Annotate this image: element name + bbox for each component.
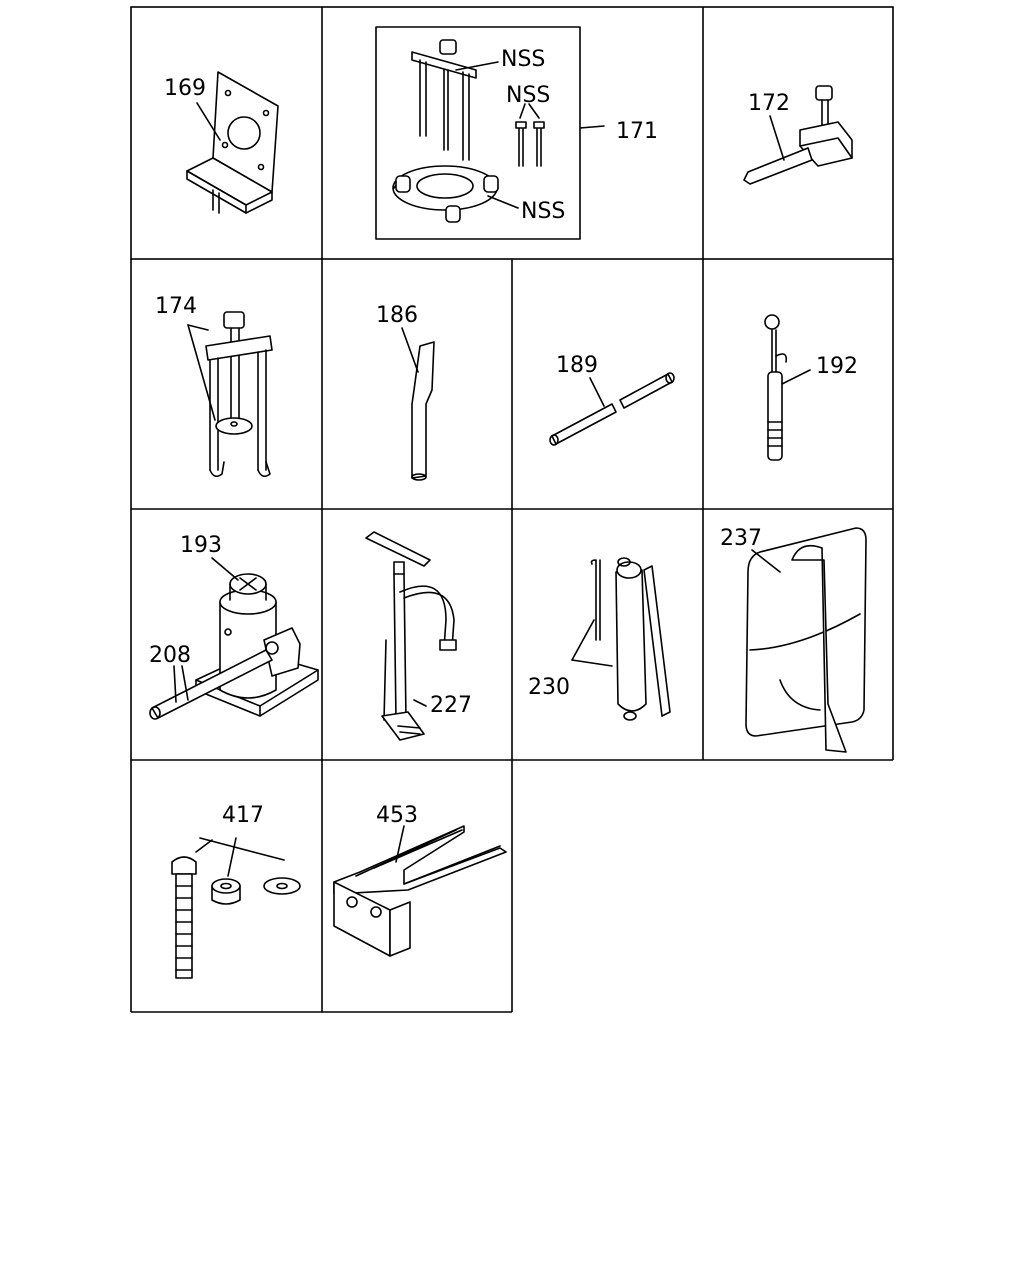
callout-208: 208 [149,643,191,668]
callout-237: 237 [720,526,762,551]
part-193-bottle-jack: 193 [180,533,319,717]
callout-172: 172 [748,91,790,116]
callout-174: 174 [155,294,197,319]
part-208-jack-handle: 208 [149,643,273,720]
callout-192: 192 [816,354,858,379]
callout-453: 453 [376,803,418,828]
part-453-fixture: 453 [333,803,507,957]
callout-186: 186 [376,303,418,328]
part-174-puller: 174 [155,294,273,478]
callout-193: 193 [180,533,222,558]
part-189-rod: 189 [549,353,675,446]
part-227-pump: 227 [365,531,472,741]
callout-417: 417 [222,803,264,828]
callout-230: 230 [528,675,570,700]
part-169-bracket: 169 [164,71,279,214]
callout-169: 169 [164,76,206,101]
callout-171: 171 [616,119,658,144]
part-172-handle-tool: 172 [743,85,853,185]
callout-nss-b: NSS [506,83,550,108]
part-237-tool-bag: 237 [720,526,867,753]
part-230-grease-gun: 230 [528,557,671,721]
part-186-chisel: 186 [376,303,435,481]
part-171-puller-kit: 171 NSS NSS NSS [375,26,658,240]
grid-frame [130,6,894,1013]
part-192-probe: 192 [764,314,858,461]
part-417-hardware-set: 417 [171,803,301,979]
callout-227: 227 [430,693,472,718]
callout-nss-c: NSS [521,199,565,224]
callout-nss-a: NSS [501,47,545,72]
callout-189: 189 [556,353,598,378]
